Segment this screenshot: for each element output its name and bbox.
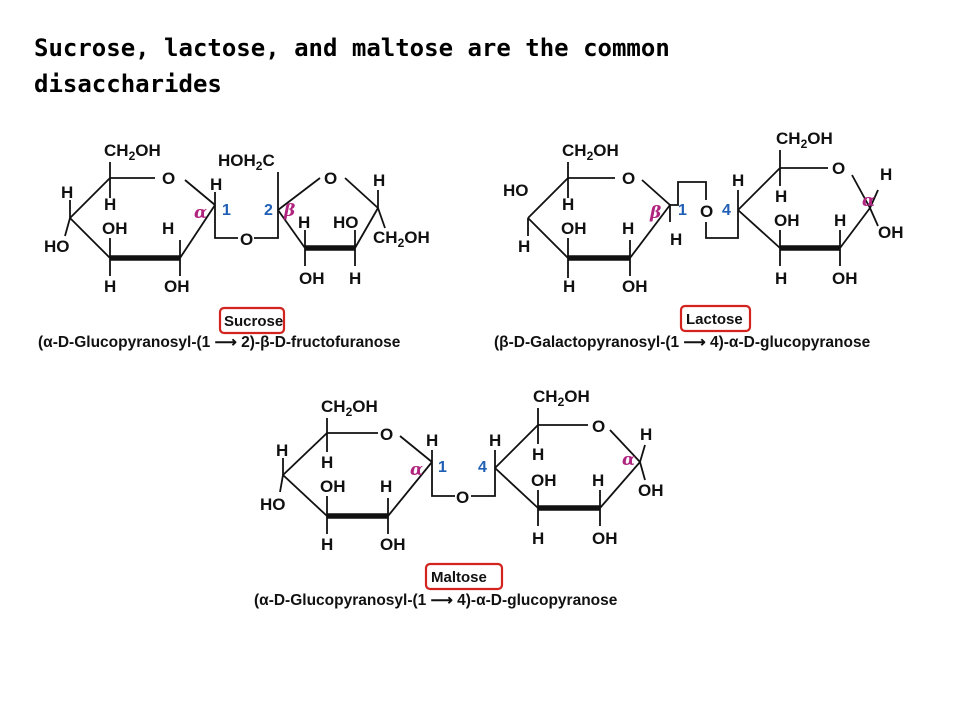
lactose-glucose-c2-oh: OH <box>832 269 858 288</box>
sucrose-c3-oh: OH <box>102 219 128 238</box>
sucrose-name: Sucrose <box>224 313 283 330</box>
maltose-c1-number: 1 <box>438 459 447 476</box>
lactose-c2-oh: OH <box>622 277 648 296</box>
maltose-right-c3-h: H <box>532 529 544 548</box>
sucrose-ring-oxygen: O <box>162 169 175 188</box>
maltose-right-c2-h: H <box>592 471 604 490</box>
sucrose-name-box <box>218 306 286 335</box>
title-line-1: Sucrose, lactose, and maltose are the co… <box>34 34 670 62</box>
sucrose-ch2oh-label: CH2OH <box>104 141 161 163</box>
maltose-left-c4-ho: HO <box>260 495 286 514</box>
maltose-left-alpha-label: α <box>410 460 423 480</box>
sucrose-c4-h-fructose: H <box>349 269 361 288</box>
sucrose-c2-h: H <box>162 219 174 238</box>
lactose-name-box <box>679 304 752 333</box>
lactose-galactose-ring-oxygen: O <box>622 169 635 188</box>
lactose-name: Lactose <box>686 311 743 328</box>
title-line-2: disaccharides <box>34 70 222 98</box>
lactose-glucose-c1-h: H <box>880 165 892 184</box>
sucrose-alpha-label: α <box>194 203 207 223</box>
sucrose-caption: (α-D-Glucopyranosyl-(1 ⟶ 2)-β-D-fructofu… <box>38 334 401 351</box>
lactose-c3-h: H <box>563 277 575 296</box>
sucrose-furanose-oxygen: O <box>324 169 337 188</box>
maltose-right-c1-h: H <box>640 425 652 444</box>
lactose-glucose-c2-h: H <box>834 211 846 230</box>
maltose-right-ch2oh-label: CH2OH <box>533 387 590 409</box>
sucrose-c3-oh-fructose: OH <box>299 269 325 288</box>
sucrose-c2-number: 2 <box>264 202 273 219</box>
lactose-c3-oh: OH <box>561 219 587 238</box>
sucrose-c2-oh: OH <box>164 277 190 296</box>
maltose-right-c3-oh: OH <box>531 471 557 490</box>
lactose-beta-label: β <box>649 203 661 223</box>
maltose-left-c4-h: H <box>276 441 288 460</box>
maltose-caption: (α-D-Glucopyranosyl-(1 ⟶ 4)-α-D-glucopyr… <box>254 592 618 609</box>
sucrose-hoh2c-label: HOH2C <box>218 151 275 173</box>
sucrose-c6-ch2oh: CH2OH <box>373 228 430 250</box>
sucrose-c5-h-fructose: H <box>373 171 385 190</box>
lactose-caption: (β-D-Galactopyranosyl-(1 ⟶ 4)-α-D-glucop… <box>494 334 871 351</box>
lactose-c2-h: H <box>622 219 634 238</box>
maltose-left-c3-oh: OH <box>320 477 346 496</box>
lactose-glucose-ring: CH2OH O H H H 4 α OH H OH H OH <box>705 129 904 288</box>
sucrose-c3-h-fructose: H <box>298 213 310 232</box>
sucrose-glycosidic-oxygen: O <box>240 230 253 249</box>
maltose-ch2oh-label: CH2OH <box>321 397 378 419</box>
maltose-name-box <box>424 562 504 591</box>
lactose-glucose-ch2oh-label: CH2OH <box>776 129 833 151</box>
lactose-c5-h: H <box>562 195 574 214</box>
lactose-galactose-ring: CH2OH O HO H β 1 H OH H H H OH <box>503 141 707 296</box>
lactose-glucose-ring-oxygen: O <box>832 159 845 178</box>
lactose-c4-h: H <box>518 237 530 256</box>
lactose-c1-number: 1 <box>678 202 687 219</box>
maltose-right-alpha-label: α <box>622 450 635 470</box>
lactose-glucose-c3-oh: OH <box>774 211 800 230</box>
lactose-glycosidic-oxygen: O <box>700 202 713 221</box>
lactose-ch2oh-label: CH2OH <box>562 141 619 163</box>
maltose-right-ring-oxygen: O <box>592 417 605 436</box>
slide-title: Sucrose, lactose, and maltose are the co… <box>34 30 834 102</box>
maltose-right-c5-h: H <box>532 445 544 464</box>
sucrose-glucose-ring: CH2OH O H H H α 1 HO OH H H OH <box>44 141 238 296</box>
sucrose-c5-h: H <box>104 195 116 214</box>
sucrose-fructose-ring: HOH2C O H 2 β H HO CH2OH OH H <box>218 151 430 288</box>
maltose-structure: CH2OH O H H H α 1 HO OH H H OH O <box>254 387 664 609</box>
lactose-glucose-c1-oh: OH <box>878 223 904 242</box>
sucrose-c1-number: 1 <box>222 202 231 219</box>
lactose-glucose-c5-h: H <box>775 187 787 206</box>
sucrose-beta-label: β <box>283 201 295 221</box>
sucrose-c4-ho: HO <box>44 237 70 256</box>
maltose-left-c3-h: H <box>321 535 333 554</box>
lactose-c1-h: H <box>670 230 682 249</box>
sucrose-c1-h: H <box>210 175 222 194</box>
maltose-left-c2-h: H <box>380 477 392 496</box>
lactose-c4-ho: HO <box>503 181 529 200</box>
maltose-right-c2-oh: OH <box>592 529 618 548</box>
maltose-right-c4-h: H <box>489 431 501 450</box>
lactose-glucose-c3-h: H <box>775 269 787 288</box>
maltose-name: Maltose <box>431 569 487 586</box>
maltose-right-glucose-ring: CH2OH O H H H 4 α OH H OH H OH <box>471 387 664 548</box>
maltose-glycosidic-oxygen: O <box>456 488 469 507</box>
lactose-c4-number: 4 <box>722 202 731 219</box>
maltose-left-c1-h: H <box>426 431 438 450</box>
lactose-alpha-label: α <box>862 191 875 211</box>
maltose-left-glucose-ring: CH2OH O H H H α 1 HO OH H H OH <box>260 397 455 554</box>
sucrose-c3-h: H <box>104 277 116 296</box>
maltose-left-ring-oxygen: O <box>380 425 393 444</box>
maltose-c4-number: 4 <box>478 459 487 476</box>
maltose-right-c1-oh: OH <box>638 481 664 500</box>
lactose-glucose-c4-h: H <box>732 171 744 190</box>
sucrose-c4-ho-fructose: HO <box>333 213 359 232</box>
sucrose-c4-h: H <box>61 183 73 202</box>
lactose-structure: CH2OH O HO H β 1 H OH H H H OH O <box>494 129 904 351</box>
maltose-left-c5-h: H <box>321 453 333 472</box>
maltose-left-c2-oh: OH <box>380 535 406 554</box>
sucrose-structure: CH2OH O H H H α 1 HO OH H H OH O <box>38 141 430 351</box>
